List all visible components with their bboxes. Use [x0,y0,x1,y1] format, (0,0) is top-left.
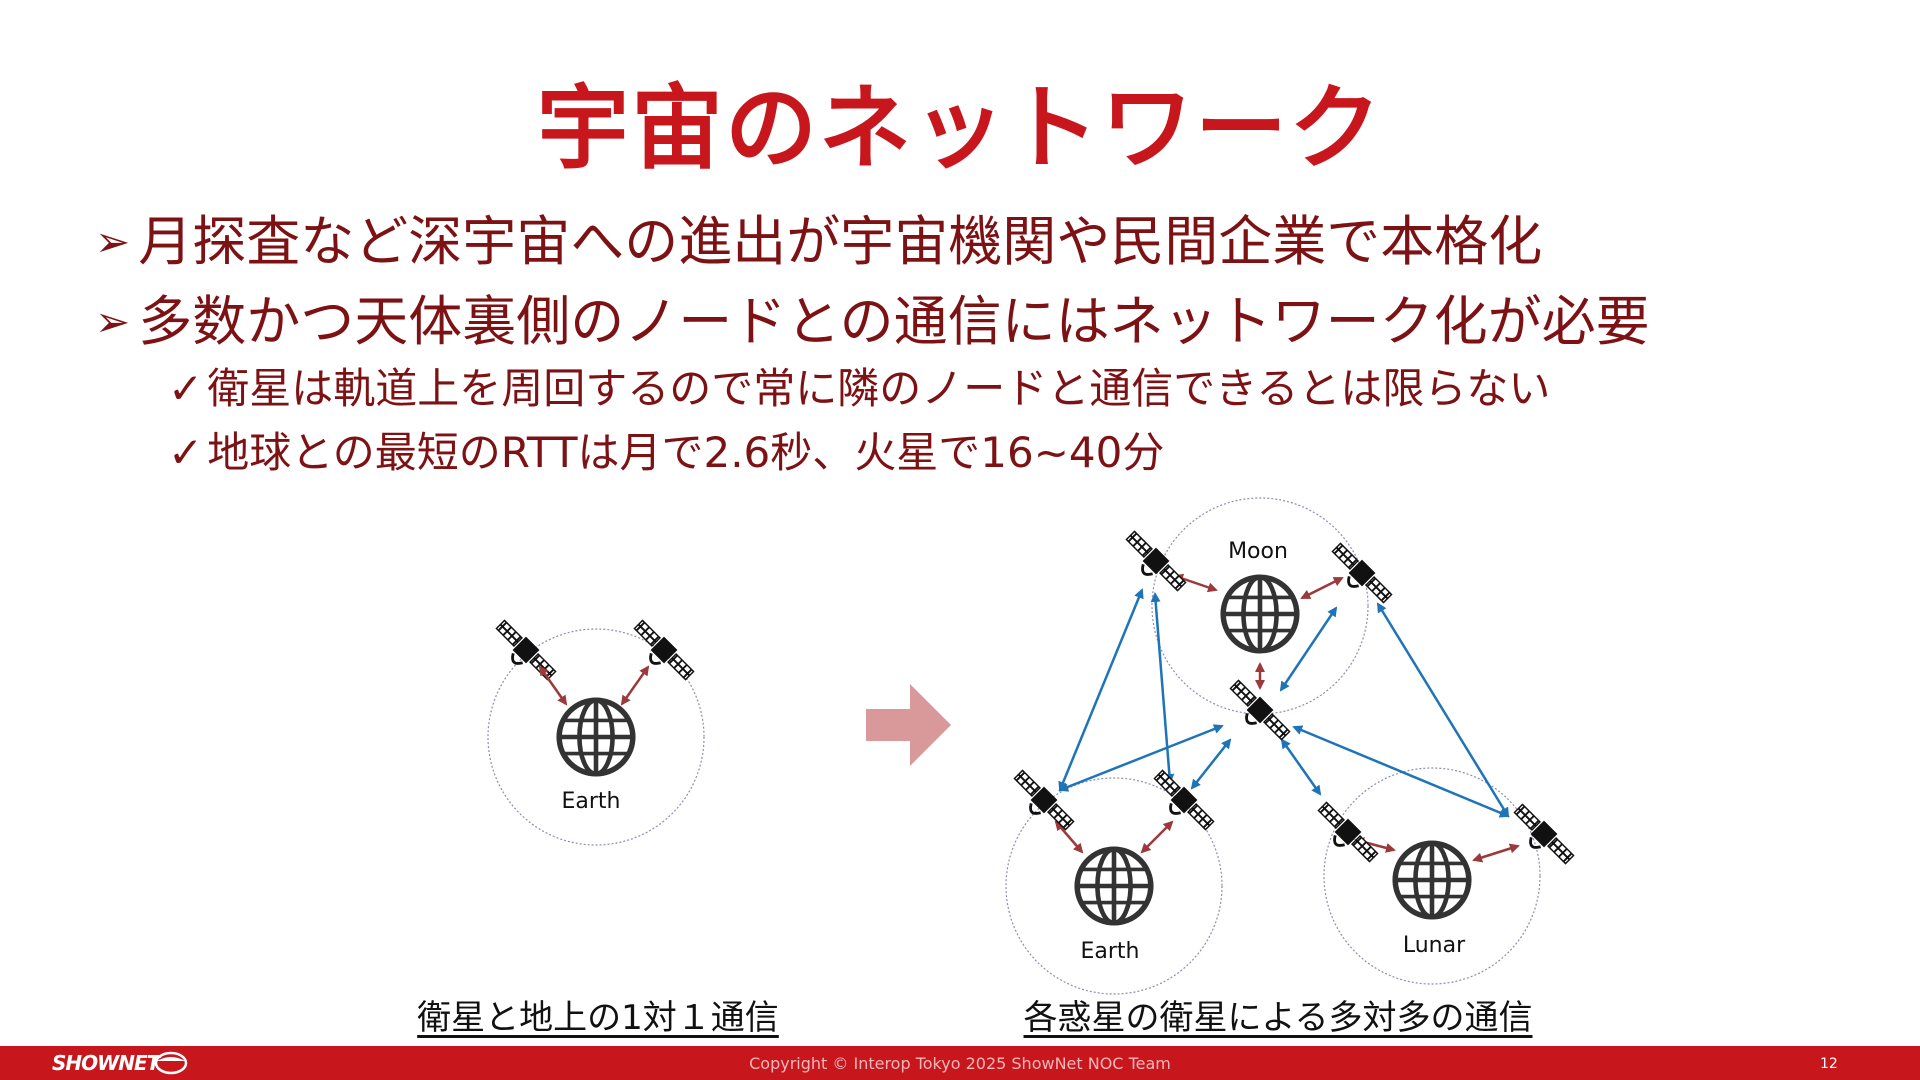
lunar-label: Lunar [1403,933,1466,958]
page-number: 12 [1820,1056,1838,1072]
check-icon: ✓ [168,428,204,477]
shownet-logo-mark-icon [154,1051,188,1075]
bullet-1-marker: ➢ [95,217,131,266]
relay-link [1190,738,1232,790]
right-diagram-caption: 各惑星の衛星による多対多の通信 [1023,998,1533,1038]
footer-bar: SHOWNET Copyright © Interop Tokyo 2025 S… [0,1046,1920,1080]
network-diagram: Earth Moon Earth Lunar [487,497,1578,995]
bullet-1: ➢月探査など深宇宙への進出が宇宙機関や民間企業で本格化 [95,210,1542,275]
earth-label: Earth [1081,939,1140,964]
globe-icon [1395,843,1469,917]
relay-link [1058,724,1224,792]
satellite-icon [626,616,698,688]
right-network-system: Moon Earth Lunar [1005,497,1578,995]
satellite-icon [1146,766,1218,838]
bullet-1-text: 月探査など深宇宙への進出が宇宙機関や民間企業で本格化 [138,210,1543,273]
relay-link [1292,725,1510,818]
ground-link [620,665,650,706]
moon-label: Moon [1228,539,1288,564]
ground-link [1140,820,1174,854]
sub-bullet-1: ✓衛星は軌道上を周回するので常に隣のノードと通信できるとは限らない [168,364,1550,414]
ground-link [1472,843,1520,863]
relay-link [1376,602,1510,818]
ground-link [1054,820,1084,854]
sub-bullet-1-text: 衛星は軌道上を周回するので常に隣のノードと通信できるとは限らない [207,364,1551,413]
ground-link [538,665,568,706]
earth-orbit [487,628,705,846]
satellite-icon [1324,539,1396,611]
ground-link [1300,576,1344,600]
globe-icon [559,700,633,774]
sub-bullet-2-text: 地球との最短のRTTは月で2.6秒、火星で16~40分 [207,428,1165,477]
globe-icon [1077,849,1151,923]
relay-link [1150,592,1175,784]
globe-icon [1223,577,1297,651]
earth-label: Earth [562,789,621,814]
arrow-right-icon [866,684,951,766]
check-icon: ✓ [168,364,204,413]
satellite-icon [1310,798,1382,870]
left-earth-system: Earth [487,616,705,846]
bullet-2: ➢多数かつ天体裏側のノードとの通信にはネットワーク化が必要 [95,290,1650,355]
relay-link [1280,738,1322,796]
left-diagram-caption: 衛星と地上の1対１通信 [417,998,779,1038]
relay-link [1279,606,1338,692]
bullet-2-text: 多数かつ天体裏側のノードとの通信にはネットワーク化が必要 [138,290,1650,353]
copyright-text: Copyright © Interop Tokyo 2025 ShowNet N… [749,1054,1171,1073]
shownet-logo: SHOWNET [52,1051,160,1075]
bullet-2-marker: ➢ [95,297,131,346]
relay-link [1058,588,1144,792]
satellite-icon [1506,800,1578,872]
sub-bullet-2: ✓地球との最短のRTTは月で2.6秒、火星で16~40分 [168,428,1164,478]
slide-title: 宇宙のネットワーク [536,75,1383,182]
